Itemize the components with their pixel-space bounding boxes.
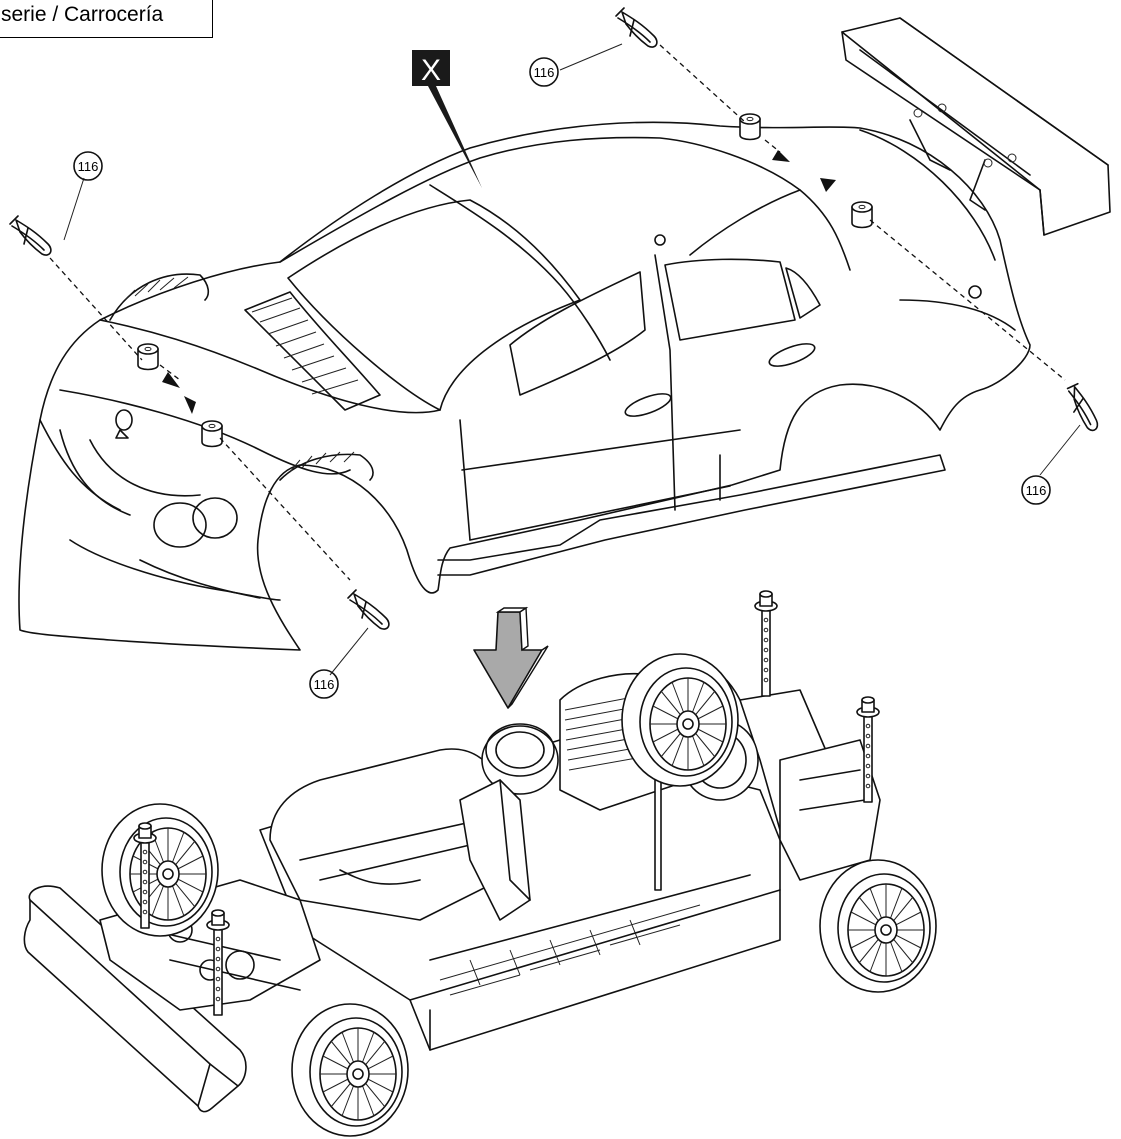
rear-right-wheel: [819, 859, 937, 993]
callout-label: 116: [1026, 483, 1047, 498]
front-left-wheel: [101, 803, 219, 937]
callout-label: 116: [314, 677, 335, 692]
down-arrow-icon: [473, 606, 549, 709]
section-title: serie / Carrocería: [1, 3, 164, 26]
rear-left-wheel: [621, 653, 739, 787]
body-post-rear-right: [851, 201, 873, 229]
body-clip-rear-top: [615, 7, 658, 48]
body-post-rear-left: [739, 113, 761, 141]
body-clip-front-left: [9, 215, 52, 256]
body-marker-x: X: [412, 50, 482, 188]
part-callout-116-rear-top: 116: [529, 43, 623, 87]
callout-label: 116: [78, 159, 99, 174]
assembly-guide-lines: [49, 44, 1066, 581]
car-body-shell: [18, 121, 1031, 651]
rear-wing: [841, 17, 1111, 236]
part-callout-116-rear-right: 116: [1021, 424, 1081, 505]
chassis-body-post-rear-left: [754, 590, 778, 697]
front-right-wheel: [291, 1003, 409, 1137]
callout-label: 116: [534, 65, 555, 80]
section-title-box: serie / Carrocería: [0, 0, 213, 38]
direction-arrows: [162, 150, 836, 414]
body-post-front-right: [201, 420, 223, 448]
body-clip-front-bottom: [347, 589, 390, 630]
body-post-front-left: [137, 343, 159, 371]
body-marker-label: X: [421, 54, 441, 87]
part-callout-116-front-bottom: 116: [309, 627, 369, 699]
part-callout-116-front-left: 116: [63, 151, 103, 241]
body-clip-rear-right: [1056, 380, 1110, 433]
